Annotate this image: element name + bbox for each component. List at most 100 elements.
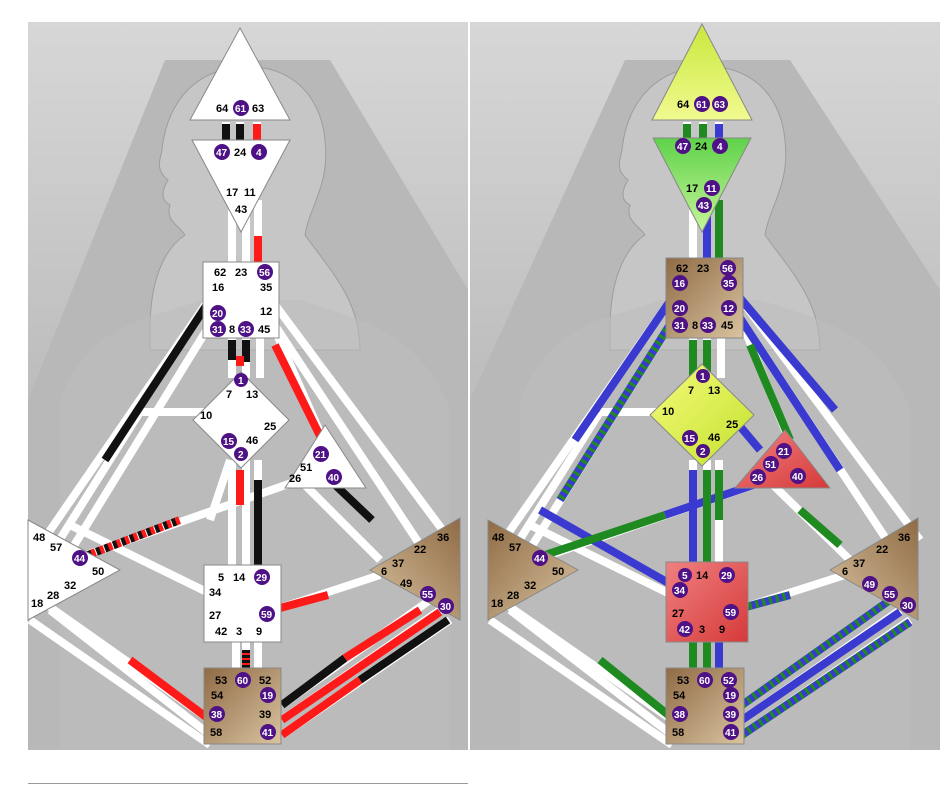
gate-18: 18 — [31, 598, 43, 610]
gate-16: 16 — [674, 279, 686, 290]
head-center — [651, 22, 753, 121]
gate-51: 51 — [765, 460, 777, 471]
gate-53: 53 — [677, 675, 689, 687]
gate-36: 36 — [437, 532, 449, 544]
gate-34: 34 — [674, 586, 686, 597]
gate-2: 2 — [238, 450, 244, 461]
gate-30: 30 — [440, 602, 452, 613]
gate-23: 23 — [697, 263, 709, 275]
gate-47: 47 — [677, 142, 689, 153]
gate-labels: 64 61 63 47 24 4 17 11 43 62 23 56 16 35… — [491, 96, 916, 740]
spleen-center — [487, 519, 580, 621]
gate-circle-4 — [251, 144, 267, 160]
gate-circle-20 — [672, 300, 688, 316]
gate-circle-52 — [721, 672, 737, 688]
gate-circle-55 — [420, 586, 436, 602]
gate-33: 33 — [240, 325, 252, 336]
gate-19: 19 — [262, 691, 274, 702]
gate-circle-26 — [750, 469, 766, 485]
gate-57: 57 — [50, 542, 62, 554]
solar-plexus-center — [368, 517, 461, 621]
gate-circle-2 — [696, 444, 710, 458]
gate-circle-35 — [721, 275, 737, 291]
gate-25: 25 — [264, 421, 276, 433]
gate-circle-12 — [721, 300, 737, 316]
gate-63: 63 — [714, 100, 726, 111]
gate-circle-39 — [723, 706, 739, 722]
gate-circle-56 — [257, 264, 273, 280]
gate-12: 12 — [260, 306, 272, 318]
gate-39: 39 — [725, 710, 737, 721]
gate-circle-33 — [700, 317, 716, 333]
gate-48: 48 — [33, 532, 45, 544]
gate-41: 41 — [725, 728, 737, 739]
gate-circle-34 — [672, 582, 688, 598]
gate-circle-30 — [438, 598, 454, 614]
gate-9: 9 — [719, 624, 725, 636]
gate-61: 61 — [235, 104, 247, 115]
gate-14: 14 — [233, 572, 246, 584]
gate-61: 61 — [696, 100, 708, 111]
gate-44: 44 — [74, 554, 86, 565]
gate-21: 21 — [778, 447, 790, 458]
gate-circle-31 — [210, 321, 226, 337]
gate-31: 31 — [212, 325, 224, 336]
gate-5: 5 — [682, 571, 688, 582]
gate-56: 56 — [722, 264, 734, 275]
gate-56: 56 — [259, 268, 271, 279]
gate-35: 35 — [723, 279, 735, 290]
gate-32: 32 — [64, 580, 76, 592]
gate-60: 60 — [699, 676, 711, 687]
gate-29: 29 — [721, 571, 733, 582]
gate-52: 52 — [723, 676, 735, 687]
gate-20: 20 — [674, 304, 686, 315]
gate-8: 8 — [692, 320, 698, 332]
gate-30: 30 — [902, 601, 914, 612]
gate-31: 31 — [674, 321, 686, 332]
gate-29: 29 — [256, 573, 268, 584]
gate-12: 12 — [723, 304, 735, 315]
gate-circle-19 — [723, 687, 739, 703]
gate-circle-44 — [72, 550, 88, 566]
gate-40: 40 — [792, 472, 804, 483]
gate-22: 22 — [876, 544, 888, 556]
gate-43: 43 — [698, 201, 710, 212]
gate-50: 50 — [552, 566, 564, 578]
gate-37: 37 — [392, 558, 404, 570]
gate-55: 55 — [422, 590, 434, 601]
gate-17: 17 — [686, 183, 698, 195]
gate-20: 20 — [212, 309, 224, 320]
gate-38: 38 — [211, 710, 223, 721]
gate-26: 26 — [752, 473, 764, 484]
gate-circle-29 — [719, 567, 735, 583]
gate-35: 35 — [260, 282, 272, 294]
gate-13: 13 — [246, 389, 258, 401]
gate-circle-63 — [712, 96, 728, 112]
gate-6: 6 — [381, 566, 387, 578]
gate-24: 24 — [234, 147, 247, 159]
gate-53: 53 — [215, 675, 227, 687]
gate-26: 26 — [289, 473, 301, 485]
right-chart: 64 61 63 47 24 4 17 11 43 62 23 56 16 35… — [470, 22, 940, 750]
gate-37: 37 — [853, 558, 865, 570]
gate-circle-55 — [882, 586, 898, 602]
gate-circle-16 — [672, 275, 688, 291]
gate-46: 46 — [708, 432, 720, 444]
gate-circle-41 — [723, 724, 739, 740]
gate-circle-11 — [704, 180, 720, 196]
gate-circle-1 — [234, 373, 248, 387]
activations — [86, 124, 451, 739]
gate-2: 2 — [700, 447, 706, 458]
gate-1: 1 — [238, 376, 244, 387]
gate-circle-15 — [221, 433, 237, 449]
gate-50: 50 — [92, 566, 104, 578]
g-center — [649, 363, 755, 467]
gate-14: 14 — [696, 570, 709, 582]
gate-64: 64 — [216, 103, 229, 115]
gate-16: 16 — [212, 282, 224, 294]
gate-circle-15 — [682, 430, 698, 446]
left-chart: 64 61 63 47 24 4 17 11 43 62 23 56 16 35… — [27, 22, 468, 750]
activations — [538, 124, 913, 739]
gate-circle-2 — [234, 447, 248, 461]
